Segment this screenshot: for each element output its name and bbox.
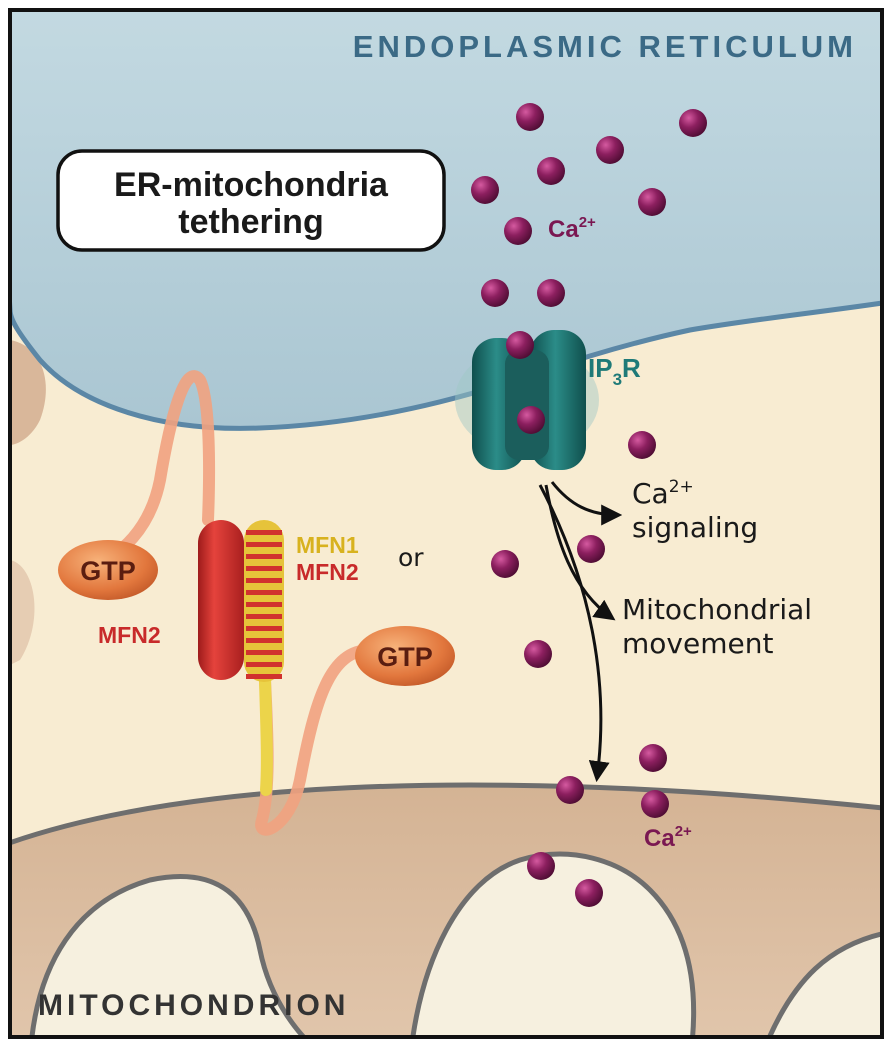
calcium-ion <box>577 535 605 563</box>
calcium-ion <box>471 176 499 204</box>
mito-crista-right <box>766 931 882 1037</box>
calcium-ion <box>517 406 545 434</box>
ip3r-label: IP3R <box>588 353 641 389</box>
ip3r-channel <box>455 330 599 470</box>
mfn-stripe <box>246 530 282 535</box>
calcium-ion <box>556 776 584 804</box>
mfn2-body <box>198 520 244 680</box>
mfn-stripe <box>246 566 282 571</box>
calcium-ion <box>516 103 544 131</box>
calcium-ion <box>537 279 565 307</box>
calcium-ions <box>471 103 707 907</box>
mfn1-or-mfn2-body <box>244 520 284 682</box>
left-edge-structure <box>10 340 46 445</box>
left-edge-structure-2 <box>10 560 35 665</box>
movement-label-line1: Mitochondrial <box>622 593 812 626</box>
mito-crista-middle <box>410 851 697 1037</box>
signaling-ca-label: Ca2+ <box>632 477 694 510</box>
calcium-ion <box>481 279 509 307</box>
mfn-stripe <box>246 590 282 595</box>
mfn2-partner-label: MFN2 <box>296 559 359 585</box>
mfn-stripe <box>246 602 282 607</box>
calcium-ion <box>679 109 707 137</box>
figure-frame <box>8 8 884 1039</box>
mfn-stripe <box>246 674 282 679</box>
calcium-ion <box>524 640 552 668</box>
movement-label-line2: movement <box>622 627 773 660</box>
mfn-stripe <box>246 614 282 619</box>
calcium-ion <box>638 188 666 216</box>
mito-crista-left <box>29 874 308 1037</box>
calcium-ion <box>527 852 555 880</box>
mfn-stripe <box>246 662 282 667</box>
mfn1-label: MFN1 <box>296 532 359 558</box>
signaling-label: signaling <box>632 511 758 544</box>
calcium-ion <box>575 879 603 907</box>
calcium-ion <box>641 790 669 818</box>
mfn-stripe <box>246 554 282 559</box>
mfn-stripe <box>246 542 282 547</box>
callout-line1: ER-mitochondria <box>114 166 389 204</box>
er-membrane <box>10 10 882 431</box>
calcium-ion <box>537 157 565 185</box>
mfn2-left-label: MFN2 <box>98 622 161 648</box>
mito-title: MITOCHONDRION <box>38 989 349 1022</box>
mfn-stripe <box>246 650 282 655</box>
arrow-to-mitochondrion <box>538 484 610 783</box>
gtp-right-ellipse <box>355 626 455 686</box>
arrow-to-signaling <box>550 481 623 526</box>
calcium-ion <box>504 217 532 245</box>
ca-label-mito: Ca2+ <box>644 823 692 852</box>
ca-label-er: Ca2+ <box>548 214 596 243</box>
mfn-stripe <box>246 626 282 631</box>
calcium-ion <box>596 136 624 164</box>
gtp-right-label: GTP <box>377 642 433 672</box>
mfn-stripe <box>246 578 282 583</box>
calcium-ion <box>491 550 519 578</box>
gtp-left-ellipse <box>58 540 158 600</box>
calcium-ion <box>639 744 667 772</box>
mfn-stripe <box>246 638 282 643</box>
gtp-left-label: GTP <box>80 556 136 586</box>
mfn1-stalk <box>259 674 273 796</box>
er-title: ENDOPLASMIC RETICULUM <box>353 29 857 64</box>
tethering-callout-box <box>56 149 446 252</box>
calcium-ion <box>628 431 656 459</box>
mfn2-linker-er <box>89 370 216 571</box>
calcium-ion <box>506 331 534 359</box>
or-label: or <box>398 543 424 572</box>
callout-line2: tethering <box>178 203 323 241</box>
